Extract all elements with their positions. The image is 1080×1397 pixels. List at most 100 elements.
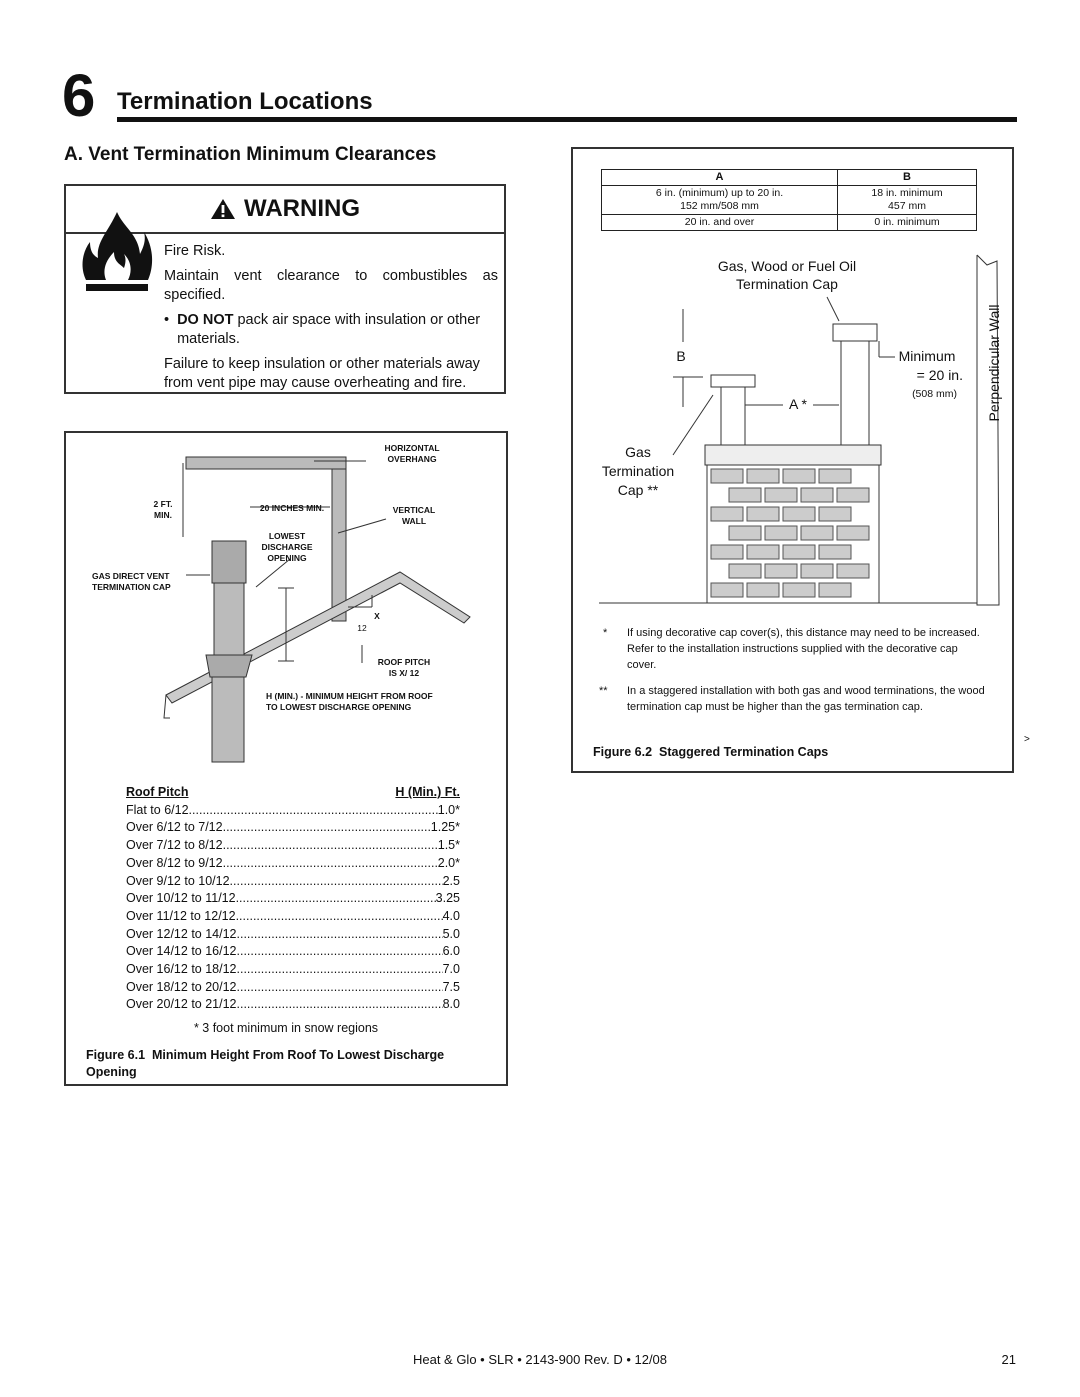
label-eq20: = 20 in. [916,367,963,383]
brick [782,506,816,522]
subsection-title: A. Vent Termination Minimum Clearances [64,144,437,165]
caption-number: Figure 6.1 [86,1048,146,1062]
warning-triangle-icon [211,199,235,219]
figure-6-1-caption: Figure 6.1 Minimum Height From Roof To L… [86,1047,496,1081]
brick [746,468,780,484]
header-pitch: Roof Pitch [126,785,189,799]
row-leader-dots [223,819,431,837]
label-a: A * [789,396,807,412]
row-h: 7.0 [442,962,460,977]
brick [710,468,744,484]
bullet-dot: • [164,312,170,328]
row-pitch: Over 9/12 to 10/12 [126,873,230,888]
brick [728,525,762,541]
caption2-number: Figure 6.2 [593,745,653,759]
brick [710,544,744,560]
fire-hazard-icon [82,212,153,291]
warning-bullet: • DO NOT pack air space with insulation … [164,311,498,349]
row-leader-dots [230,873,443,891]
brick [746,506,780,522]
row-pitch: Over 20/12 to 21/12 [126,997,237,1012]
label-minimum: Minimum [898,348,956,364]
cell-r1-a-line1: 6 in. (minimum) up to 20 in. [655,187,784,199]
note2-text: In a staggered installation with both ga… [627,685,985,713]
table-row: Over 9/12 to 10/12 2.5 [126,873,460,891]
brick [746,582,780,598]
row-h: 3.25 [435,891,460,906]
label-pitch-12: 12 [357,623,367,633]
row-h: 8.0 [442,997,460,1012]
note1-text: If using decorative cap cover(s), this d… [627,627,980,671]
table-rows: Flat to 6/121.0*Over 6/12 to 7/121.25*Ov… [126,802,460,1014]
brick [800,525,834,541]
table-header: Roof Pitch H (Min.) Ft. [126,784,460,802]
page-footer: Heat & Glo • SLR • 2143-900 Rev. D • 12/… [412,1352,668,1367]
label-20-inches-min: 20 INCHES MIN. [259,503,325,513]
note2-mark: ** [599,685,608,697]
header-h: H (Min.) Ft. [395,785,460,799]
brick [800,563,834,579]
warning-failure: Failure to keep insulation or other mate… [164,356,480,391]
brick [818,544,852,560]
row-h: 2.5 [442,873,460,888]
row-pitch: Over 6/12 to 7/12 [126,820,223,835]
staggered-caps-diagram [599,254,1000,606]
label-gas-line1: Gas [625,444,651,460]
row-leader-dots [223,855,438,873]
brick [710,582,744,598]
warning-maintain: Maintain vent clearance to combustibles … [164,268,498,303]
row-pitch: Over 11/12 to 12/12 [126,908,236,923]
row-leader-dots [237,961,443,979]
bullet-rest: pack air space with insulation or other … [177,312,481,347]
brick [782,582,816,598]
brick [782,544,816,560]
row-h: 4.0 [442,908,460,923]
row-h: 7.5 [442,979,460,994]
clearance-table: A B 6 in. (minimum) up to 20 in.152 mm/5… [600,169,977,231]
stray-mark: ˃ [1024,734,1030,745]
table-row: Over 10/12 to 11/123.25 [126,890,460,908]
roof-pitch-table: Roof Pitch H (Min.) Ft. Flat to 6/12 1.0*… [126,784,460,1014]
label-gas-line3: Cap ** [617,482,659,498]
table-row: Over 7/12 to 8/121.5* [126,837,460,855]
brick [836,563,870,579]
brick [764,487,798,503]
table-row: Over 16/12 to 18/12 7.0 [126,961,460,979]
figure-6-2-caption: Figure 6.2 Staggered Termination Caps [593,745,828,759]
cell-r1-b-line2: 457 mm [888,200,926,212]
label-perpendicular-wall: Perpendicular Wall [986,304,1002,422]
section-rule [117,117,1017,122]
caption2-text: Staggered Termination Caps [659,745,829,759]
row-leader-dots [189,802,438,820]
row-leader-dots [237,943,443,961]
row-h: 1.25* [430,820,460,835]
table-row: Over 20/12 to 21/12 8.0 [126,996,460,1014]
bullet-bold: DO NOT [177,312,234,328]
brick [818,506,852,522]
label-gwf-line2: Termination Cap [736,276,838,292]
row-h: 1.0* [437,802,460,817]
row-leader-dots [236,890,436,908]
row-pitch: Over 18/12 to 20/12 [126,979,237,994]
table-row: Over 14/12 to 16/126.0 [126,943,460,961]
row-leader-dots [237,996,443,1014]
row-leader-dots [237,979,443,997]
label-gas-line2: Termination [601,463,675,479]
cell-r2-b: 0 in. minimum [837,214,977,231]
note1-mark: * [603,627,608,639]
row-pitch: Flat to 6/12 [126,802,189,817]
row-leader-dots [223,837,438,855]
table-row: Over 18/12 to 20/12 7.5 [126,979,460,997]
table-row: Over 6/12 to 7/12 1.25* [126,819,460,837]
row-leader-dots [237,926,443,944]
warning-title: WARNING [244,195,360,222]
table-row: Flat to 6/12 1.0* [126,802,460,820]
row-pitch: Over 16/12 to 18/12 [126,962,237,977]
